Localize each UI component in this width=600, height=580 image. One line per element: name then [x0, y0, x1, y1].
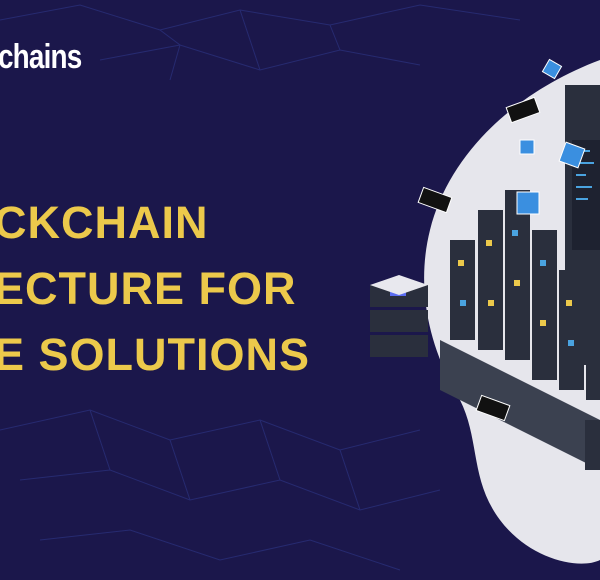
headline-line-1: CKCHAIN	[0, 197, 209, 248]
server-city	[440, 190, 600, 470]
right-small-server	[585, 420, 600, 470]
headline: CKCHAIN ECTURE FOR E SOLUTIONS	[0, 190, 310, 388]
code-tags	[417, 96, 541, 422]
headline-line-2: ECTURE FOR	[0, 263, 297, 314]
small-server-stack	[370, 275, 428, 357]
blockchain-server-illustration	[370, 58, 600, 564]
headline-line-3: E SOLUTIONS	[0, 329, 311, 380]
blockchain-cubes	[516, 58, 586, 215]
server-lights	[458, 240, 572, 326]
brand-logo[interactable]: chains	[0, 38, 82, 76]
